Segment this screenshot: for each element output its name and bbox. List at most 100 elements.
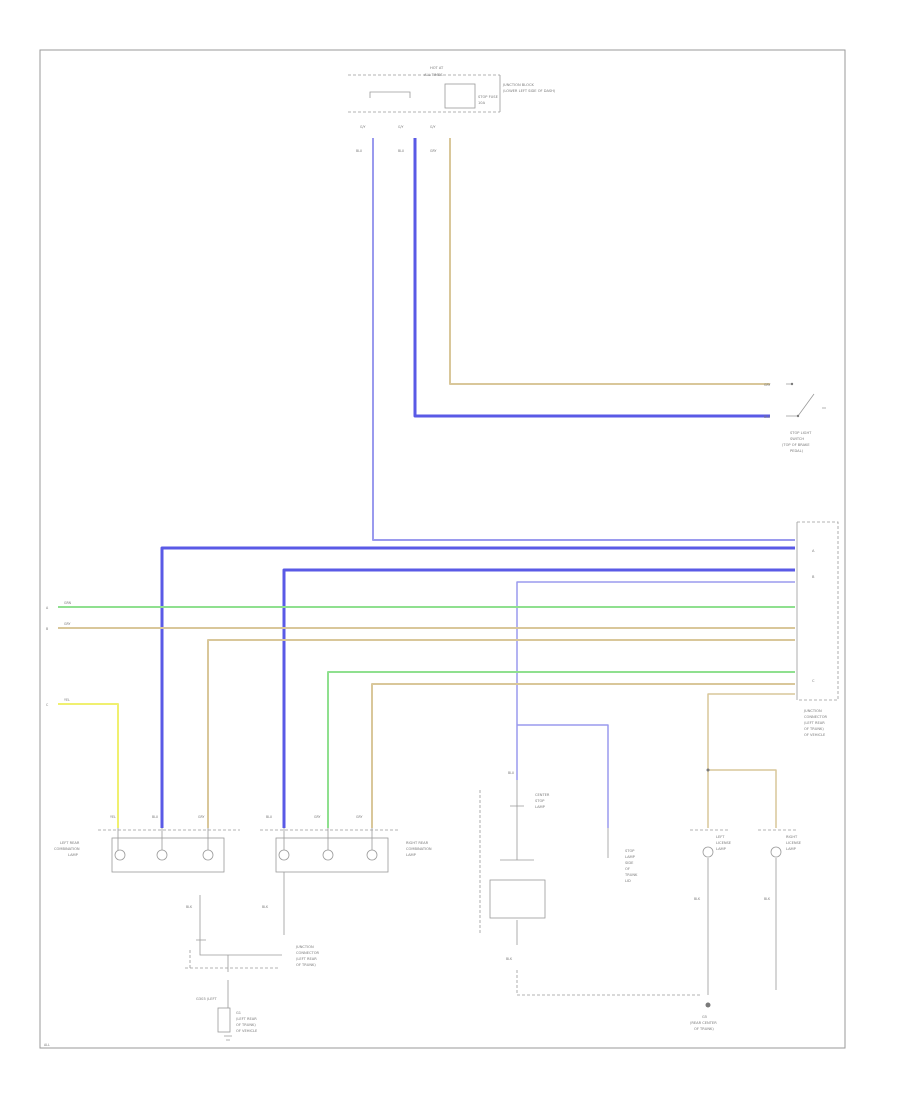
center-desc-2: LAMP <box>625 855 636 859</box>
bottom-left-junction: JUNCTION CONNECTOR (LEFT REAR OF TRUNK) … <box>185 939 320 1041</box>
junction-bottom-3: (LEFT REAR <box>296 957 317 961</box>
stop-switch-2: SWITCH <box>790 437 804 441</box>
ground-bottom-1: G5 <box>702 1015 707 1019</box>
fuse-block: HOT AT ALL TIMES JUNCTION BLOCK (LOWER L… <box>348 66 556 153</box>
wire-top-4: BLU <box>356 149 363 153</box>
ground-wire-2: BLK <box>262 905 269 909</box>
wire-top-2: G/Y <box>398 125 404 129</box>
ground-bottom-3: OF TRUNK) <box>694 1027 714 1031</box>
switch-wire-2: BLU <box>764 415 771 419</box>
wire-blu-right-lamp <box>282 568 795 828</box>
lamp-wire-2: BLU <box>152 815 159 819</box>
junction-connector-right: A B C JUNCTION CONNECTOR (LEFT REAR OF T… <box>796 521 839 737</box>
ground-main-1: G1 <box>236 1011 241 1015</box>
center-desc-4: OF <box>625 867 630 871</box>
wire-gry-across-2 <box>207 639 795 828</box>
fuse-header-1: HOT AT <box>430 66 444 70</box>
ground-main-3: OF TRUNK) <box>236 1023 256 1027</box>
bottom-conn-1: G303 (LEFT <box>196 997 217 1001</box>
license-left-3: LAMP <box>716 847 727 851</box>
wire-grn-right-lamp <box>327 671 795 828</box>
center-lamp-3: LAMP <box>535 805 546 809</box>
switch-wire-1: GRY <box>764 383 770 387</box>
wire-top-6: GRY <box>430 149 436 153</box>
right-rear-combination-lamp: BLU GRY GRY RIGHT REAR COMBINATION LAMP … <box>260 815 432 935</box>
left-wire-tags: A B C GRN GRY YEL <box>46 601 72 707</box>
lamp-wire-3: GRY <box>198 815 204 819</box>
license-left-2: LICENSE <box>716 841 732 845</box>
lamp-left-1: LEFT REAR <box>60 841 80 845</box>
conn-pin-c: C <box>812 679 815 683</box>
junction-bottom-2: CONNECTOR <box>296 951 320 955</box>
license-right-1: RIGHT <box>786 835 798 839</box>
fuse-header-2: ALL TIMES <box>424 73 443 77</box>
fuse-desc-1: JUNCTION BLOCK <box>502 83 534 87</box>
left-tag-b: B <box>46 627 48 631</box>
center-desc-5: TRUNK <box>624 873 638 877</box>
wire-yel-left <box>58 703 119 828</box>
license-right-2: LICENSE <box>786 841 802 845</box>
wire-blu-center-loop <box>517 724 609 828</box>
wire-gry-license <box>707 693 795 828</box>
right-conn-4: OF TRUNK) <box>804 727 824 731</box>
center-stop-lamp: BLU CENTER STOP LAMP BLK STOP LAMP SIDE … <box>479 771 700 996</box>
ground-wire-4: BLK <box>694 897 701 901</box>
conn-pin-b: B <box>812 575 815 579</box>
wire-blu-left-lamp <box>160 546 795 828</box>
wire-gry-right-lamp <box>371 683 795 828</box>
stop-switch-3: (TOP OF BRAKE <box>782 443 810 447</box>
stop-switch-1: STOP LIGHT <box>790 431 812 435</box>
center-desc-3: SIDE <box>625 861 634 865</box>
left-tag-c: C <box>46 703 49 707</box>
stop-light-switch: GRY BLU STOP LIGHT SWITCH (TOP OF BRAKE … <box>764 382 826 453</box>
junction-bottom-4: OF TRUNK) <box>296 963 316 967</box>
left-wire-1: GRN <box>64 601 72 605</box>
wire-gry-stop <box>449 138 770 385</box>
wires <box>58 138 795 828</box>
fuse-desc-3: STOP FUSE <box>478 95 499 99</box>
ground-main-4: OF VEHICLE <box>236 1029 258 1033</box>
left-wire-2: GRY <box>64 622 70 626</box>
bottom-conn-2: ALL <box>44 1043 50 1047</box>
wire-blu-center-stop <box>516 581 795 780</box>
license-right-3: LAMP <box>786 847 797 851</box>
center-wire: BLU <box>508 771 515 775</box>
ground-main-2: (LEFT REAR <box>236 1017 257 1021</box>
conn-pin-a: A <box>812 549 815 553</box>
ground-wire-3: BLK <box>506 957 513 961</box>
lamp-wire-6: GRY <box>356 815 362 819</box>
left-wire-3: YEL <box>64 698 70 702</box>
wire-blu-fuse-to-conn <box>372 138 795 541</box>
right-conn-1: JUNCTION <box>803 709 822 713</box>
fuse-desc-4: 10A <box>478 101 486 105</box>
lamp-left-2: COMBINATION <box>54 847 80 851</box>
left-rear-combination-lamp: YEL BLU GRY LEFT REAR COMBINATION LAMP B… <box>54 815 240 940</box>
diagram-frame <box>39 49 846 1049</box>
left-tag-a: A <box>46 606 49 610</box>
junction-bottom-1: JUNCTION <box>295 945 314 949</box>
wire-top-5: BLU <box>398 149 405 153</box>
wire-gry-license-branch <box>708 769 777 828</box>
right-conn-2: CONNECTOR <box>804 715 828 719</box>
lamp-right-1: RIGHT REAR <box>406 841 429 845</box>
stop-switch-4: PEDAL) <box>790 449 804 453</box>
center-desc-6: LID <box>625 879 631 883</box>
wire-top-1: G/Y <box>360 125 366 129</box>
ground-wire-1: BLK <box>186 905 193 909</box>
lamp-wire-1: YEL <box>110 815 116 819</box>
license-lamps: LEFT LICENSE LAMP RIGHT LICENSE LAMP BLK… <box>690 768 802 1031</box>
lamp-right-3: LAMP <box>406 853 417 857</box>
right-conn-3: (LEFT REAR <box>804 721 825 725</box>
center-lamp-1: CENTER <box>535 793 550 797</box>
center-desc-1: STOP <box>625 849 635 853</box>
fuse-desc-2: (LOWER LEFT SIDE OF DASH) <box>503 89 556 93</box>
lamp-right-2: COMBINATION <box>406 847 432 851</box>
license-left-1: LEFT <box>716 835 725 839</box>
ground-bottom-2: (REAR CENTER <box>690 1021 717 1025</box>
wire-top-3: G/Y <box>430 125 436 129</box>
right-conn-5: OF VEHICLE <box>804 733 826 737</box>
lamp-wire-5: GRY <box>314 815 320 819</box>
lamp-left-3: LAMP <box>68 853 79 857</box>
ground-wire-5: BLK <box>764 897 771 901</box>
